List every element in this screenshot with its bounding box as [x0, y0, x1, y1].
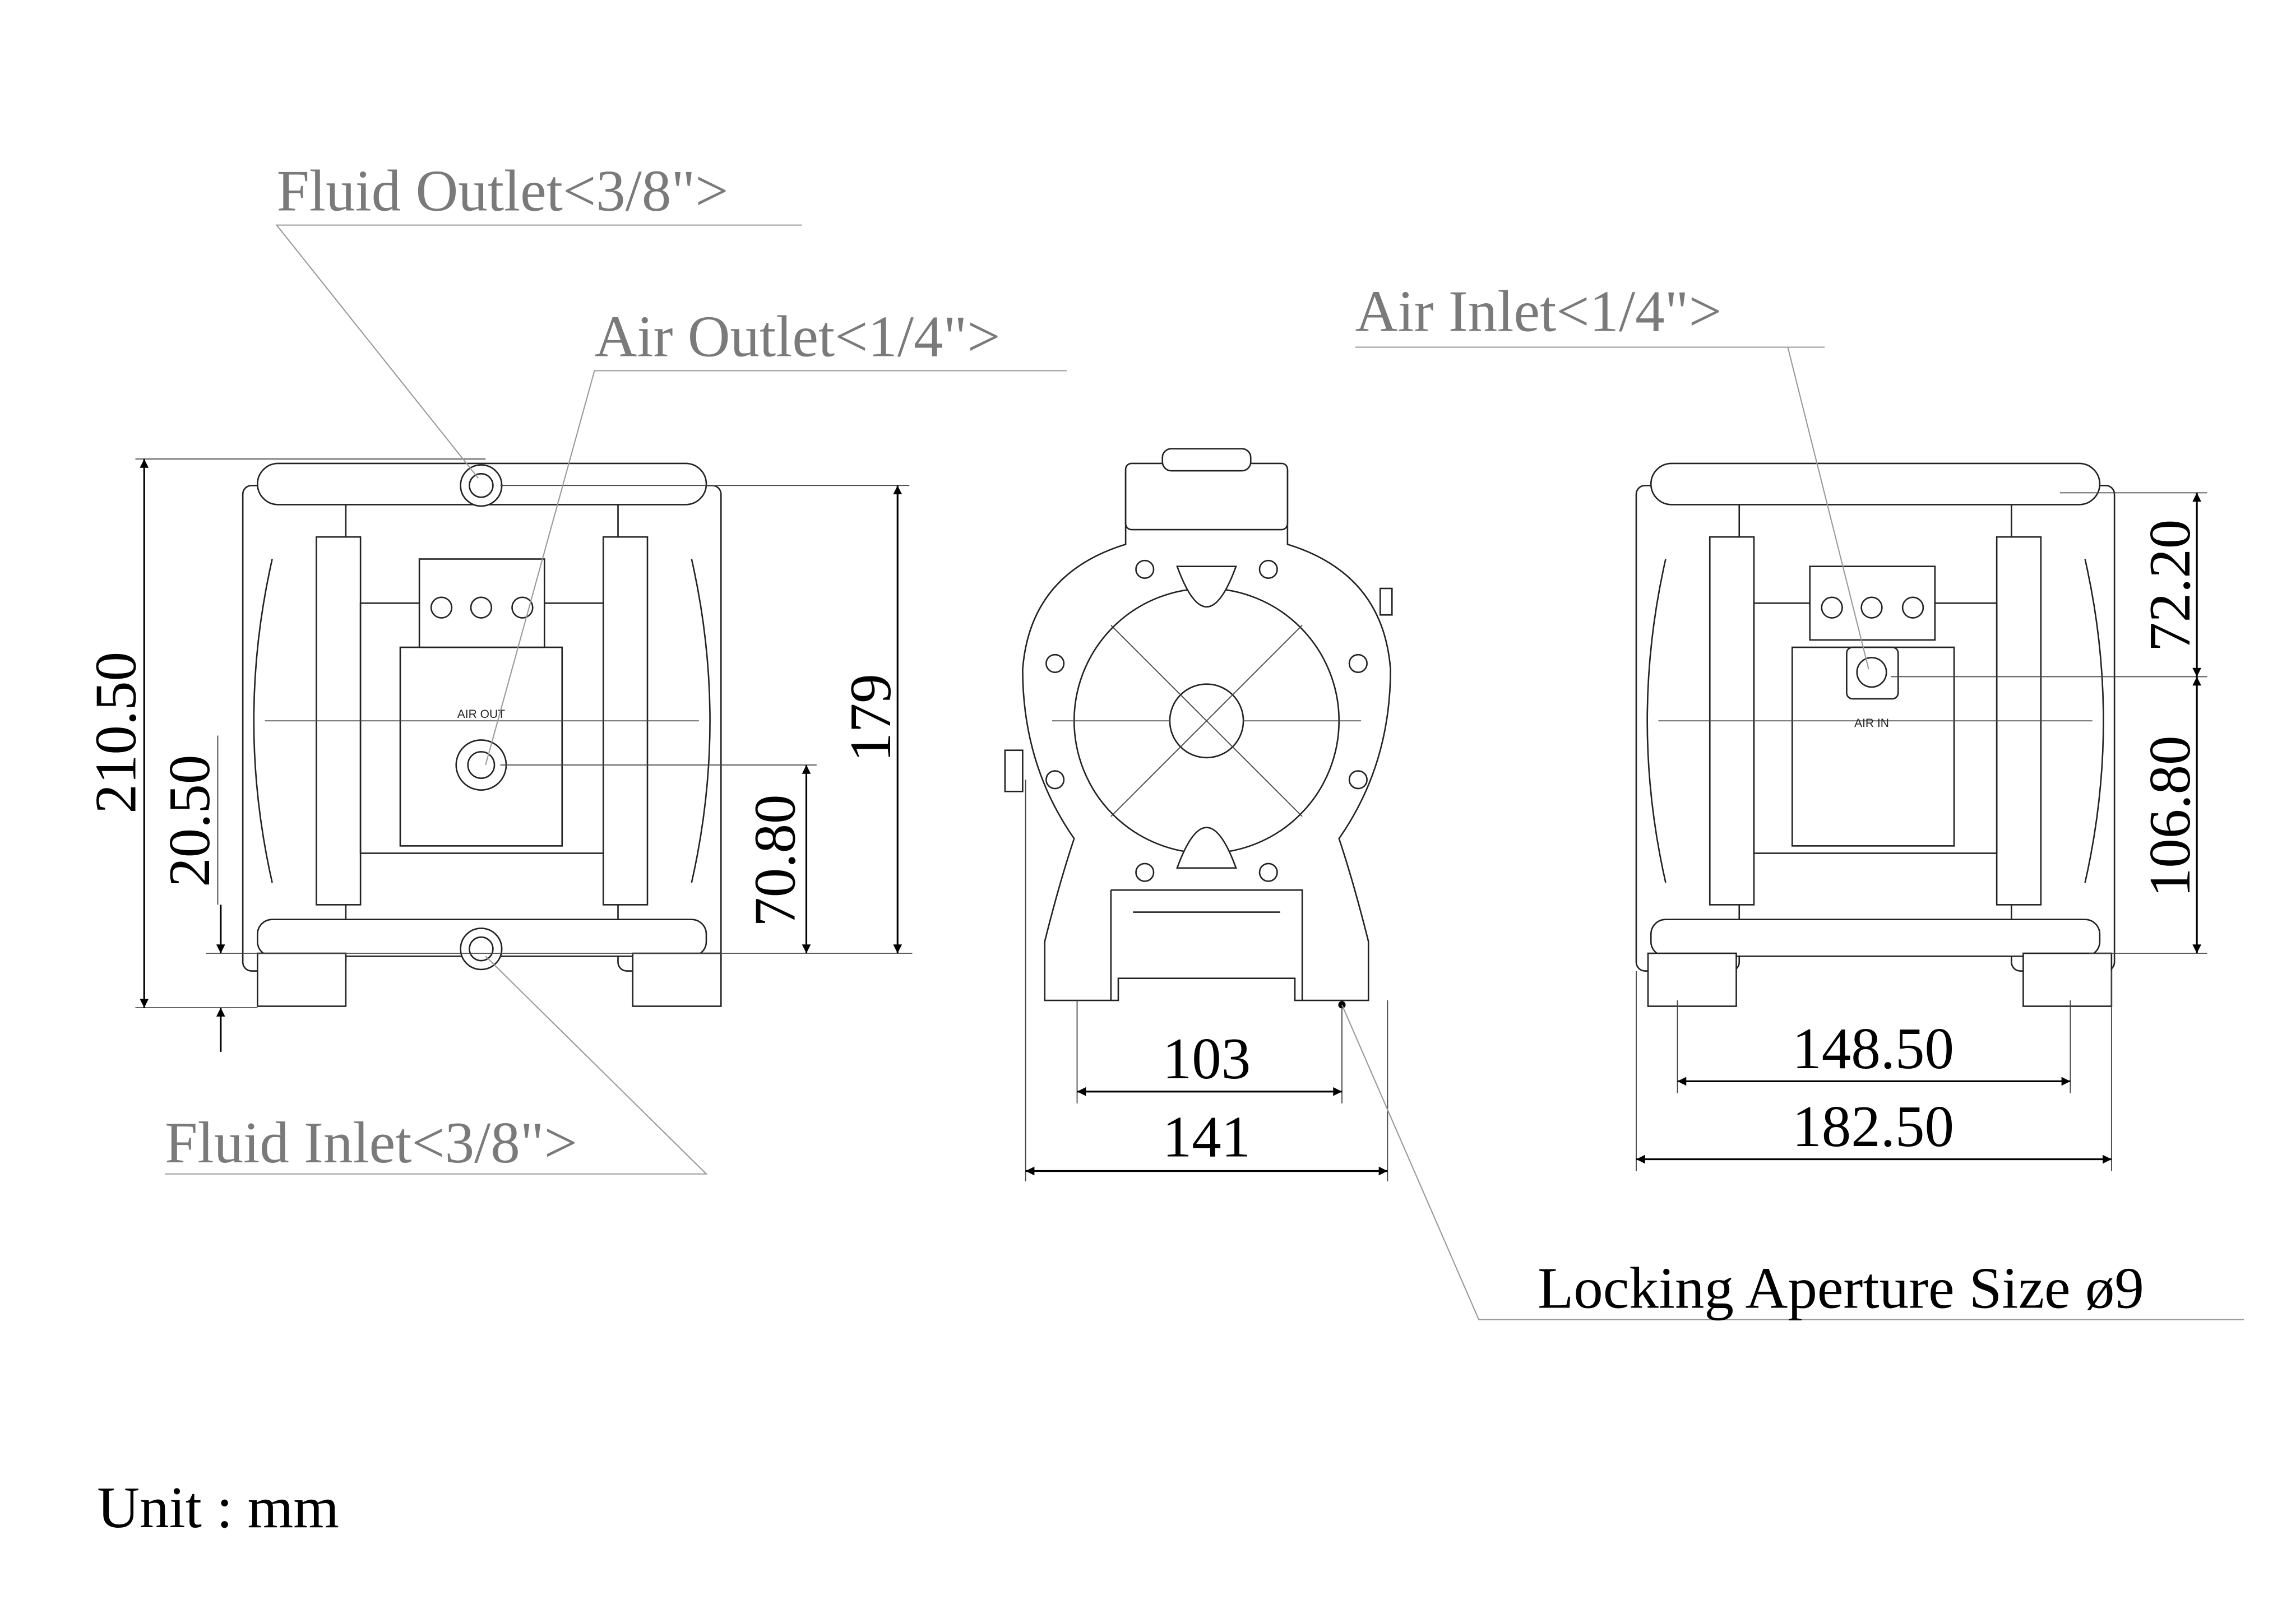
rear-view: AIR IN: [1635, 462, 2116, 1007]
dim-182-50: 182.50: [1792, 1093, 1954, 1159]
dimension-lines: [135, 458, 2207, 1181]
dim-103: 103: [1163, 1026, 1251, 1091]
locking-aperture-callout: Locking Aperture Size ø9: [1538, 1255, 2144, 1321]
unit-label: Unit : mm: [97, 1474, 339, 1540]
air-in-label: AIR IN: [1854, 717, 1889, 730]
dim-179: 179: [837, 674, 903, 762]
dim-141: 141: [1163, 1103, 1251, 1169]
dim-70-80: 70.80: [742, 795, 808, 927]
dim-72-20: 72.20: [2137, 520, 2202, 652]
air-outlet-callout: Air Outlet<1/4">: [595, 303, 1001, 369]
dim-148-50: 148.50: [1792, 1015, 1954, 1081]
callout-leaders: [165, 224, 2244, 1320]
air-inlet-callout: Air Inlet<1/4">: [1355, 279, 1722, 344]
fluid-inlet-callout: Fluid Inlet<3/8">: [165, 1110, 577, 1175]
air-out-label: AIR OUT: [457, 708, 505, 721]
front-view: AIR OUT: [242, 462, 722, 1007]
fluid-outlet-callout: Fluid Outlet<3/8">: [277, 157, 729, 223]
dim-106-80: 106.80: [2137, 736, 2202, 898]
dim-20-50: 20.50: [156, 755, 222, 887]
side-view: [1004, 448, 1393, 1009]
dim-210-50: 210.50: [83, 652, 149, 814]
